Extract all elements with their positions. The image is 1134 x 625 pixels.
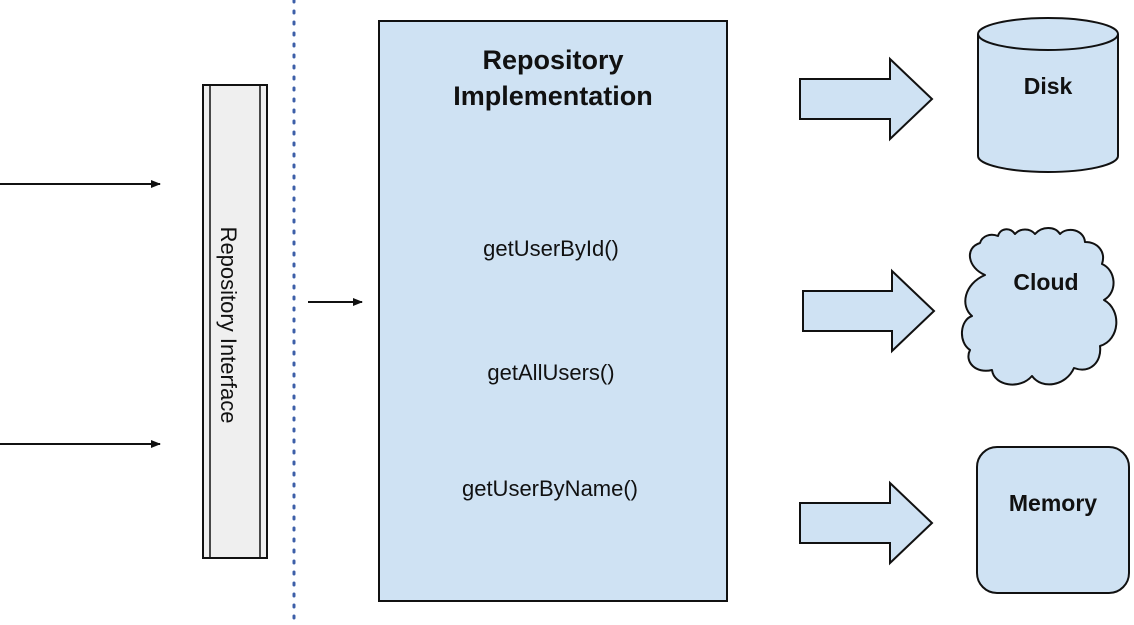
disk-storage: Disk — [977, 17, 1119, 173]
memory-label: Memory — [1009, 490, 1097, 516]
block-arrow-to-memory — [799, 480, 934, 566]
method-get-user-by-name: getUserByName() — [462, 476, 638, 501]
memory-box-icon — [976, 446, 1130, 594]
block-arrow-to-disk — [799, 56, 934, 142]
method-get-user-by-id: getUserById() — [483, 236, 619, 261]
memory-storage: Memory — [976, 446, 1130, 594]
block-arrow-to-cloud — [802, 268, 936, 354]
cloud-icon — [961, 227, 1118, 386]
cloud-label: Cloud — [1013, 269, 1078, 295]
disk-label: Disk — [1024, 73, 1073, 99]
repository-interface: Repository Interface — [202, 84, 268, 559]
implementation-title-line2: Implementation — [453, 81, 653, 111]
disk-cylinder-icon — [977, 17, 1119, 173]
cloud-storage: Cloud — [961, 227, 1118, 386]
method-get-all-users: getAllUsers() — [487, 360, 614, 385]
implementation-title-line1: Repository — [482, 45, 623, 75]
repository-implementation: Repository Implementation getUserById() … — [378, 20, 728, 602]
interface-label: Repository Interface — [216, 227, 241, 424]
